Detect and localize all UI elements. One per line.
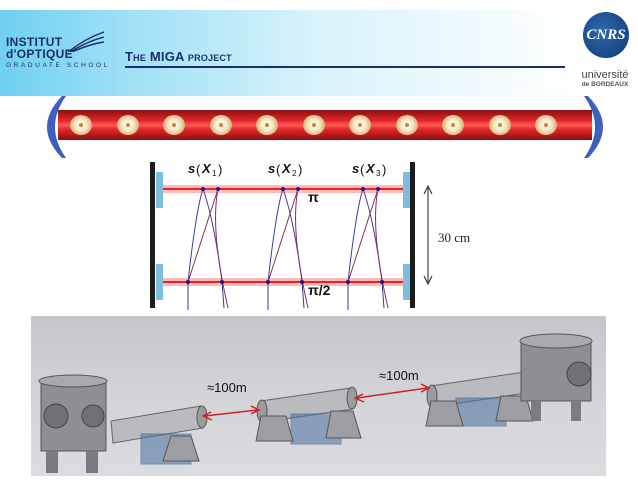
universite-bordeaux-logo: université de BORDEAUX (574, 70, 636, 89)
distance-arrow-left-icon (201, 405, 261, 421)
lattice-well (349, 115, 371, 135)
logo-swoosh-icon (68, 31, 104, 52)
lattice-well (256, 115, 278, 135)
left-mirror-icon (47, 96, 66, 158)
svg-text:(: ( (196, 162, 201, 177)
label-x-1: X (201, 161, 212, 176)
logo-line-2: d'OPTIQUE (6, 47, 73, 61)
right-tube (425, 370, 534, 427)
right-bottom-mirror (403, 264, 410, 300)
right-wall (410, 162, 415, 308)
label-index-3: 3 (376, 169, 381, 178)
pulse-pi2-label: π/2 (308, 282, 331, 298)
lattice-well (442, 115, 464, 135)
label-x-3: X (365, 161, 376, 176)
lattice-well (302, 115, 325, 135)
label-index-1: 1 (212, 169, 217, 178)
lattice-well (209, 115, 232, 135)
lattice-well (488, 115, 511, 135)
right-top-mirror (403, 172, 410, 208)
svg-text:): ) (218, 162, 222, 177)
left-top-mirror (156, 172, 163, 208)
distance-label-left: ≈100m (207, 380, 247, 395)
right-vacuum-chamber (519, 333, 593, 421)
height-arrow-icon (423, 184, 433, 286)
ub-line-1: université (581, 69, 629, 81)
left-tube (110, 405, 208, 465)
header-band (0, 10, 576, 96)
label-index-2: 2 (292, 169, 297, 178)
title-underline (125, 66, 565, 68)
label-s-3: s (352, 161, 359, 176)
lattice-well (395, 115, 418, 135)
institut-optique-logo: INSTITUT d'OPTIQUE GRADUATE SCHOOL (6, 31, 110, 84)
left-vacuum-chamber (38, 374, 108, 473)
middle-tube (255, 386, 362, 445)
logo-line-3: GRADUATE SCHOOL (6, 62, 110, 69)
label-s-2: s (268, 161, 275, 176)
right-mirror-icon (584, 96, 603, 158)
svg-text:): ) (382, 162, 386, 177)
lattice-well (163, 115, 185, 135)
trajectory-3 (346, 187, 389, 310)
distance-arrow-right-icon (353, 383, 431, 403)
distance-label-right: ≈100m (379, 368, 419, 383)
facility-drawing (38, 333, 593, 473)
lattice-well (116, 115, 139, 135)
trajectory-1 (186, 187, 229, 310)
slide-title: The MIGA project (125, 49, 232, 64)
svg-text:): ) (298, 162, 302, 177)
left-wall (150, 162, 155, 308)
lattice-well (535, 115, 557, 135)
pulse-pi-label: π (308, 189, 319, 205)
label-x-2: X (281, 161, 292, 176)
cnrs-logo: CNRS (583, 12, 629, 58)
atom-trajectories (186, 187, 389, 310)
trajectory-2 (266, 187, 309, 310)
height-label: 30 cm (438, 230, 471, 245)
label-s-1: s (188, 161, 195, 176)
svg-text:(: ( (276, 162, 281, 177)
svg-text:(: ( (360, 162, 365, 177)
left-bottom-mirror (156, 264, 163, 300)
facility-render: ≈100m ≈100m (31, 316, 606, 476)
interferometer-scheme: s ( X 1 ) s ( X 2 ) s ( X 3 ) π π/2 (150, 161, 433, 310)
logo-line-1: INSTITUT (6, 35, 63, 49)
lattice-well (70, 115, 92, 135)
optical-lattice (40, 96, 610, 160)
ub-line-2: de BORDEAUX (581, 81, 629, 88)
